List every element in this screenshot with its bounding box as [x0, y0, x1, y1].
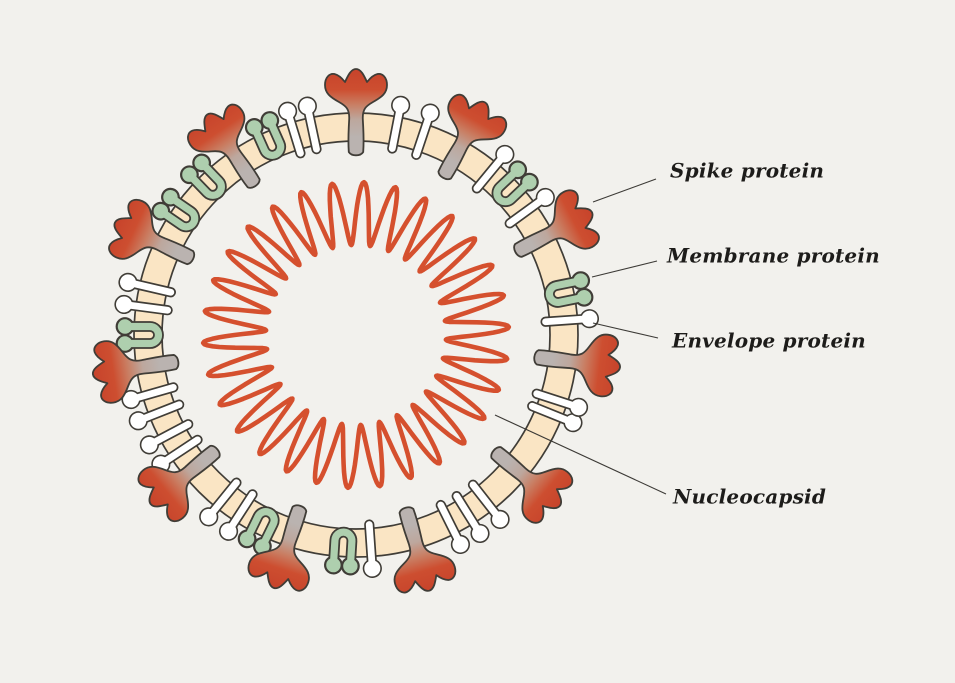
nucleocapsid-coil: [200, 179, 512, 491]
label-membrane-protein: Membrane protein: [667, 243, 880, 268]
label-leader-lines: [494, 178, 667, 495]
surface-proteins: [88, 69, 623, 599]
label-nucleocapsid: Nucleocapsid: [673, 484, 827, 509]
label-spike-protein: Spike protein: [670, 158, 825, 183]
label-envelope-protein: Envelope protein: [672, 328, 866, 353]
